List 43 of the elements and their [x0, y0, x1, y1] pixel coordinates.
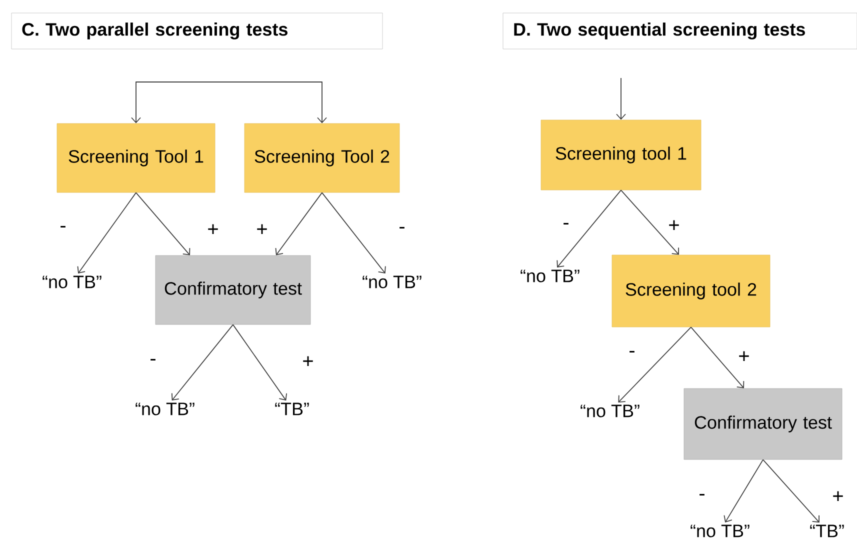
edge-label: -	[630, 350, 634, 352]
outcome-text: “TB”	[810, 524, 844, 538]
arrow	[275, 192, 322, 256]
arrow	[690, 326, 744, 388]
arrow	[232, 324, 288, 401]
arrow	[556, 190, 622, 268]
edge-label: -	[60, 226, 66, 228]
edge-label: +	[208, 224, 218, 234]
arrow	[171, 324, 234, 401]
arrow	[136, 192, 190, 256]
edge-label: -	[150, 358, 156, 360]
screening-box: Screening tool 2	[612, 254, 770, 328]
edge-label: +	[303, 356, 313, 366]
title-box: D. Two sequential screening tests	[502, 12, 857, 50]
edge-label: -	[564, 222, 568, 224]
outcome-text: “no TB”	[136, 402, 194, 416]
edge-label: +	[739, 351, 749, 361]
edge-label: +	[833, 491, 843, 501]
edge-label: +	[669, 220, 679, 230]
confirmatory-box: Confirmatory test	[684, 388, 842, 460]
screening-box: Screening Tool 1	[56, 123, 216, 193]
outcome-text: “no TB”	[580, 404, 640, 418]
title-box: C. Two parallel screening tests	[11, 12, 383, 50]
edge-label: +	[257, 224, 267, 234]
edge-label: -	[400, 226, 404, 228]
outcome-text: “no TB”	[362, 276, 422, 288]
outcome-text: “no TB”	[520, 270, 580, 282]
arrow	[228, 82, 327, 124]
arrow	[724, 459, 764, 523]
arrow	[322, 192, 386, 274]
confirmatory-box: Confirmatory test	[155, 255, 311, 325]
edge-label: -	[700, 494, 704, 496]
arrow	[616, 78, 626, 120]
screening-box: Screening Tool 2	[244, 123, 400, 193]
screening-box: Screening tool 1	[540, 120, 702, 190]
arrow	[620, 190, 679, 255]
outcome-text: “no TB”	[690, 524, 750, 538]
arrow	[131, 82, 230, 124]
arrow	[762, 459, 820, 523]
arrow	[618, 326, 692, 403]
arrow	[77, 192, 136, 274]
outcome-text: “TB”	[275, 402, 309, 416]
outcome-text: “no TB”	[42, 276, 102, 288]
